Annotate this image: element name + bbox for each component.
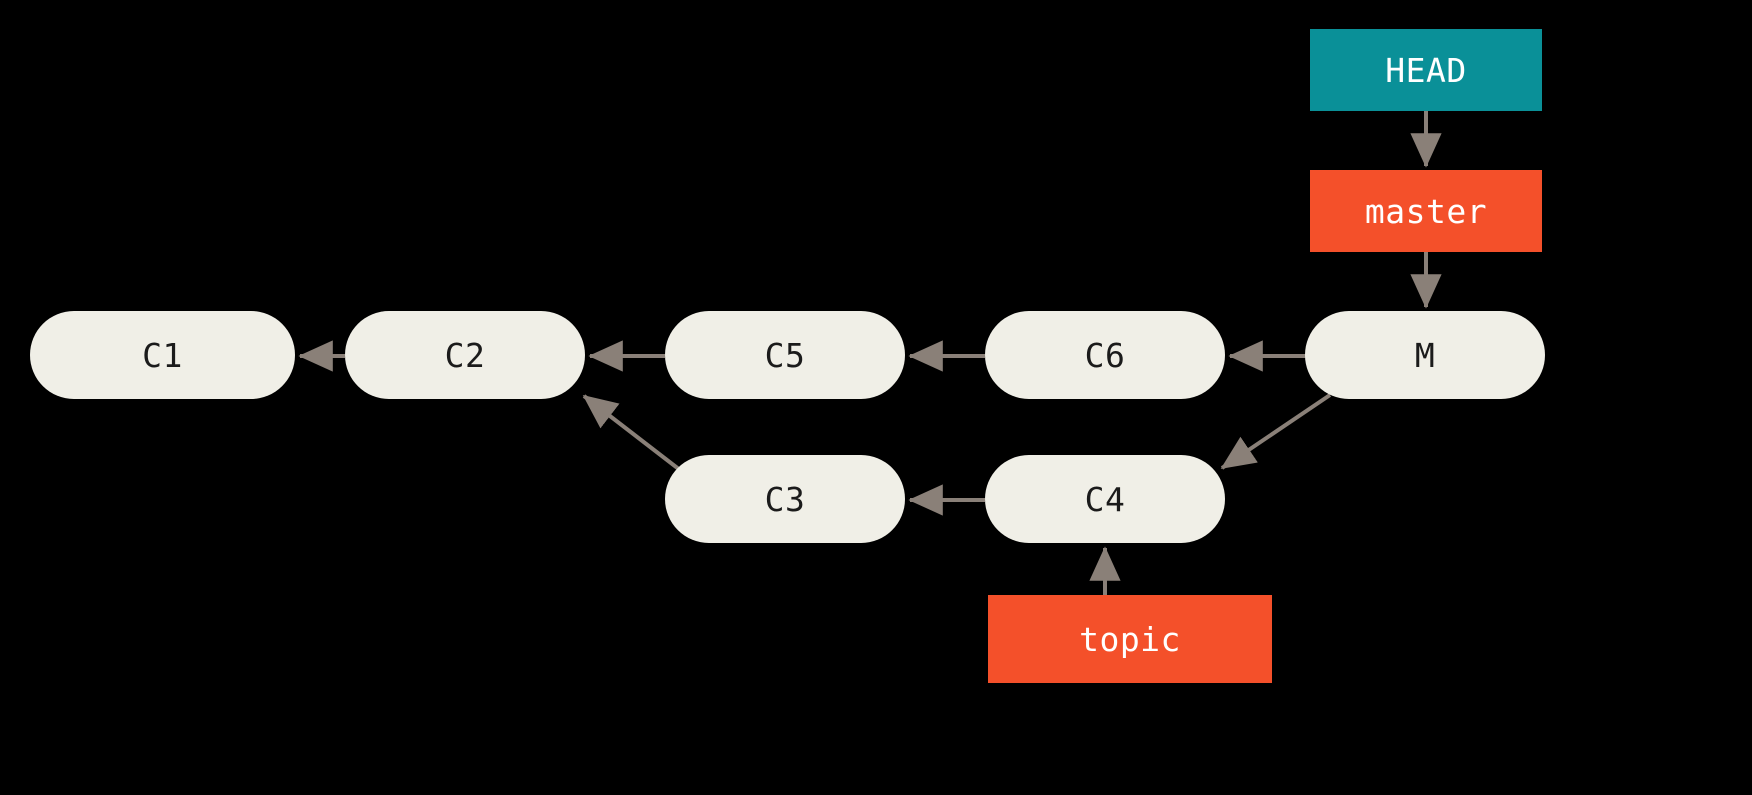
commit-label: C1 (142, 335, 183, 375)
commit-label: C5 (764, 335, 806, 375)
commit-node-c5[interactable]: C5 (665, 311, 905, 399)
commit-label: C6 (1084, 335, 1126, 375)
edge-m-c4 (1220, 393, 1332, 470)
commit-node-c2[interactable]: C2 (345, 311, 585, 399)
ref-label: HEAD (1385, 50, 1467, 90)
edge-c3-c2 (582, 394, 682, 472)
commit-label: M (1414, 335, 1436, 375)
commit-node-c4[interactable]: C4 (985, 455, 1225, 543)
commit-node-c3[interactable]: C3 (665, 455, 905, 543)
commit-label: C3 (764, 479, 806, 519)
ref-node-head[interactable]: HEAD (1310, 29, 1542, 111)
commit-node-c6[interactable]: C6 (985, 311, 1225, 399)
commit-node-c1[interactable]: C1 (30, 311, 295, 399)
commit-node-m[interactable]: M (1305, 311, 1545, 399)
commit-label: C2 (444, 335, 486, 375)
ref-label: master (1364, 191, 1488, 231)
ref-node-master[interactable]: master (1310, 170, 1542, 252)
ref-node-topic[interactable]: topic (988, 595, 1272, 683)
commit-label: C4 (1084, 479, 1126, 519)
ref-label: topic (1079, 619, 1181, 659)
